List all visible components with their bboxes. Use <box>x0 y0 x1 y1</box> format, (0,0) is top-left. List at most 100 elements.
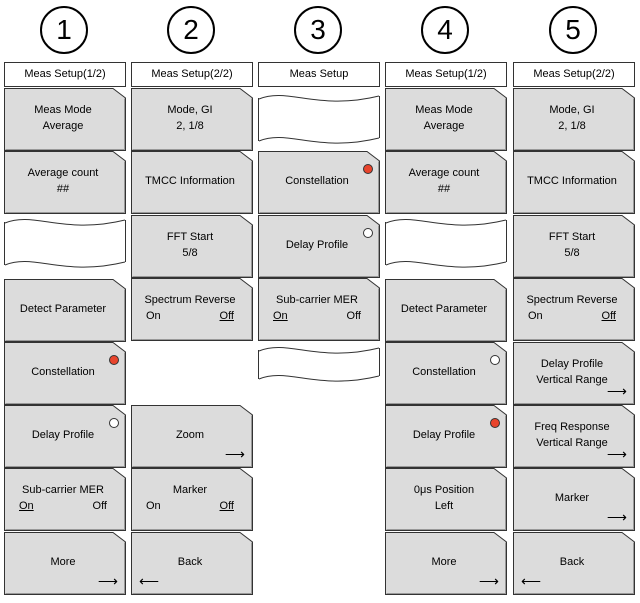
softkey-delay-profile[interactable]: Delay Profile <box>4 405 126 468</box>
softkey-marker[interactable]: Marker ⟶ <box>513 468 635 531</box>
softkey-title: Delay Profile <box>412 429 476 441</box>
softkey-title: Detect Parameter <box>19 303 107 315</box>
unselected-indicator-icon <box>363 228 373 238</box>
softkey-label: Constellation <box>385 342 503 402</box>
softkey-title: More <box>50 556 76 568</box>
selected-indicator-icon <box>109 355 119 365</box>
panel-header: Meas Setup(2/2) <box>513 62 635 87</box>
softkey-value: Average <box>423 120 465 132</box>
softkey-label: Detect Parameter <box>4 279 122 339</box>
submenu-arrow-icon: ⟶ <box>224 446 245 462</box>
softkey-title: Constellation <box>285 175 349 187</box>
step-number-4: 4 <box>421 6 469 54</box>
softkey-constellation[interactable]: Constellation <box>4 342 126 405</box>
softkey-label: More <box>385 532 503 592</box>
softkey-value: 5/8 <box>182 247 198 259</box>
softkey-value: Average <box>42 120 84 132</box>
softkey-title: TMCC Information <box>145 175 235 187</box>
toggle-off-label: Off <box>219 310 234 322</box>
toggle-on-label: On <box>273 310 288 322</box>
softkey-value: Vertical Range <box>536 374 608 386</box>
softkey-value: Vertical Range <box>536 437 608 449</box>
softkey-title: Mode, GI <box>549 104 595 116</box>
softkey-label: More <box>4 532 122 592</box>
softkey-average-count[interactable]: Average count ## <box>4 151 126 214</box>
softkey-label: Delay Profile <box>385 405 503 465</box>
softkey-value: Left <box>434 500 454 512</box>
menu-break-wave <box>4 212 126 279</box>
softkey-more[interactable]: More⟶ <box>385 532 507 595</box>
softkey-label: Average count## <box>385 151 503 211</box>
softkey-label: Back <box>131 532 249 592</box>
softkey-back[interactable]: Back⟵ <box>513 532 635 595</box>
softkey-tmcc-information[interactable]: TMCC Information <box>131 151 253 214</box>
on-off-toggle: On Off <box>19 498 107 514</box>
softkey-title: TMCC Information <box>527 175 617 187</box>
softkey-delay-profile[interactable]: Delay Profile <box>258 215 380 278</box>
toggle-off-label: Off <box>601 310 616 322</box>
softkey-title: Zoom <box>175 429 205 441</box>
softkey-title: FFT Start <box>548 231 596 243</box>
selected-indicator-icon <box>363 164 373 174</box>
submenu-arrow-icon: ⟶ <box>606 446 627 462</box>
softkey-sub-carrier-mer[interactable]: Sub-carrier MER On Off <box>4 468 126 531</box>
softkey-title: Sub-carrier MER <box>22 484 104 496</box>
softkey-value: ## <box>437 183 451 195</box>
softkey-average-count[interactable]: Average count## <box>385 151 507 214</box>
toggle-off-label: Off <box>219 500 234 512</box>
back-arrow-icon: ⟵ <box>139 573 160 589</box>
toggle-on-label: On <box>19 500 34 512</box>
selected-indicator-icon <box>490 418 500 428</box>
softkey-delay-profile[interactable]: Delay Profile <box>385 405 507 468</box>
softkey-title: Meas Mode <box>34 104 92 116</box>
softkey-title: Marker <box>554 492 590 504</box>
softkey-title: Mode, GI <box>167 104 213 116</box>
softkey-label: Delay Profile <box>258 215 376 275</box>
softkey-tmcc-information[interactable]: TMCC Information <box>513 151 635 214</box>
softkey-constellation[interactable]: Constellation <box>258 151 380 214</box>
softkey-label: Detect Parameter <box>385 279 503 339</box>
softkey-title: Detect Parameter <box>400 303 488 315</box>
menu-break-wave <box>258 88 380 155</box>
submenu-arrow-icon: ⟶ <box>97 573 118 589</box>
softkey-title: Back <box>559 556 585 568</box>
softkey-title: Average count <box>27 167 99 179</box>
submenu-arrow-icon: ⟶ <box>606 509 627 525</box>
softkey-title: Spectrum Reverse <box>144 294 236 306</box>
softkey-back[interactable]: Back⟵ <box>131 532 253 595</box>
softkey-label: Average count ## <box>4 151 122 211</box>
softkey-constellation[interactable]: Constellation <box>385 342 507 405</box>
softkey-label: TMCC Information <box>131 151 249 211</box>
softkey-detect-parameter[interactable]: Detect Parameter <box>385 279 507 342</box>
panel-header: Meas Setup(1/2) <box>385 62 507 87</box>
softkey-detect-parameter[interactable]: Detect Parameter <box>4 279 126 342</box>
softkey-zoom[interactable]: Zoom ⟶ <box>131 405 253 468</box>
softkey-value: ## <box>56 183 70 195</box>
toggle-off-label: Off <box>92 500 107 512</box>
toggle-on-label: On <box>528 310 543 322</box>
softkey-more[interactable]: More ⟶ <box>4 532 126 595</box>
panel-header: Meas Setup(2/2) <box>131 62 253 87</box>
